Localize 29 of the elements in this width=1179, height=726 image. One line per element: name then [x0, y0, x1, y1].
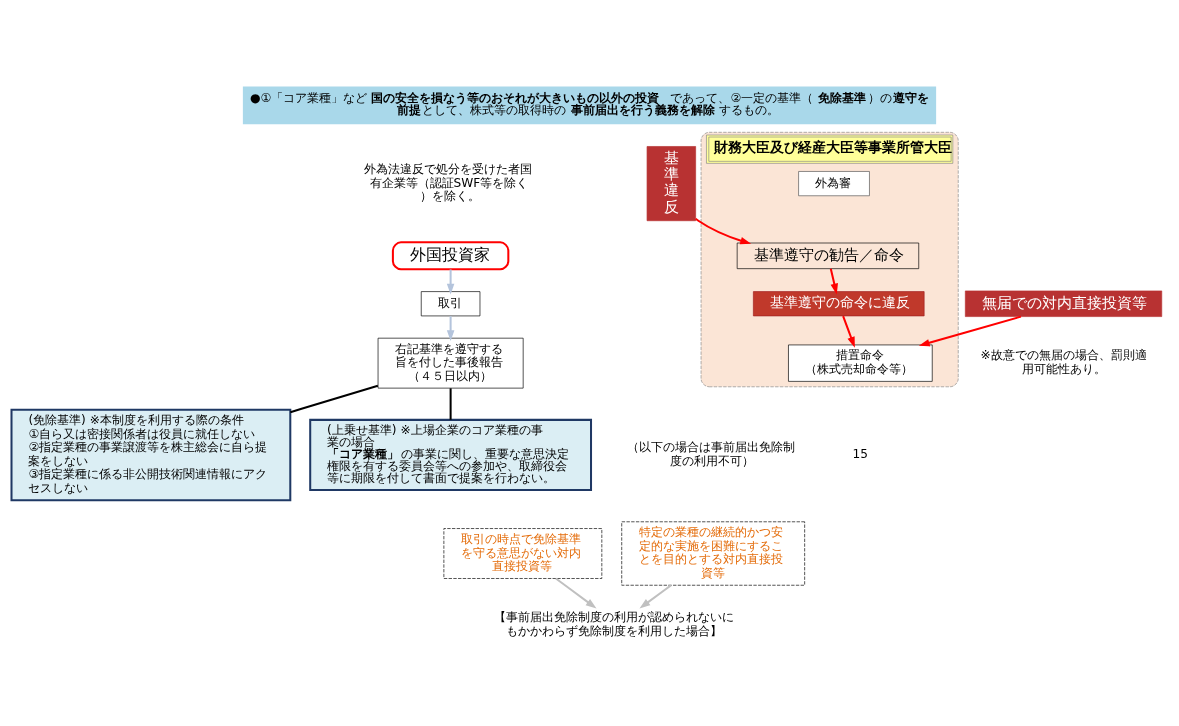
node-box: 右記基準を遵守する旨を付した事後報告（４５日以内）: [377, 337, 524, 388]
node-box: 取引の時点で免除基準を守る意思がない対内直接投資等: [443, 527, 603, 579]
node-box: (上乗せ基準) ※上場企業のコア業種の事業の場合 「コア業種」の事業に関し、重要な意思決定権限を有する委員会等への参加や、取締役会等に期限を付して書面で提案を行わない。: [309, 418, 593, 491]
label: ※故意での無届の場合、罰則適用可能性あり。: [980, 347, 1147, 376]
node-box: 基準違反: [646, 145, 696, 221]
node-box: 無届での対内直接投資等: [965, 290, 1163, 317]
arrow: [842, 315, 855, 348]
node-box: 基準遵守の命令に違反: [753, 290, 925, 316]
node-text: 【事前届出免除制度の利用が認められないにもかかわらず免除制度を利用した場合】: [494, 609, 735, 638]
node-box: (免除基準) ※本制度を利用する際の条件 ①自ら又は密接関係者は役員に就任しない ②指定業種の事業譲渡等を株主総会に自ら提案をしない ③指定業種に係る非公開技術関連情報にアクセスしない: [10, 408, 292, 501]
arrow: [639, 584, 672, 609]
arrow: [555, 577, 597, 609]
label: 外為法違反で処分を受けた者国有企業等（認証SWF等を除く）を除く。: [364, 161, 533, 203]
node-box: 取引: [420, 290, 481, 316]
node-box: 特定の業種の継続的かつ安定的な実施を困難にすることを目的とする対内直接投資等: [621, 520, 805, 586]
diagram-title: ●①「コア業種」など国の安全を損なう等のおそれが大きいもの以外の投資であって、②一定の基準（免除基準）の遵守を前提として、株式等の取得時の事前届出を行う義務を解除するもの。: [249, 90, 929, 117]
arrow: [695, 217, 752, 244]
node-box: 外国投資家: [391, 240, 510, 270]
connector: [449, 387, 452, 420]
label: （以下の場合は事前届出免除制度の利用不可）: [627, 439, 796, 468]
connector: [290, 384, 379, 413]
node-box: 外為審: [798, 170, 870, 196]
arrow: [918, 315, 1022, 346]
label: 15: [852, 446, 869, 461]
node-box: 措置命令 （株式売却命令等）: [788, 344, 933, 382]
arrow: [446, 315, 455, 341]
arrow: [829, 268, 838, 294]
node-box: 基準遵守の勧告／命令: [736, 242, 920, 269]
arrow: [446, 269, 455, 294]
